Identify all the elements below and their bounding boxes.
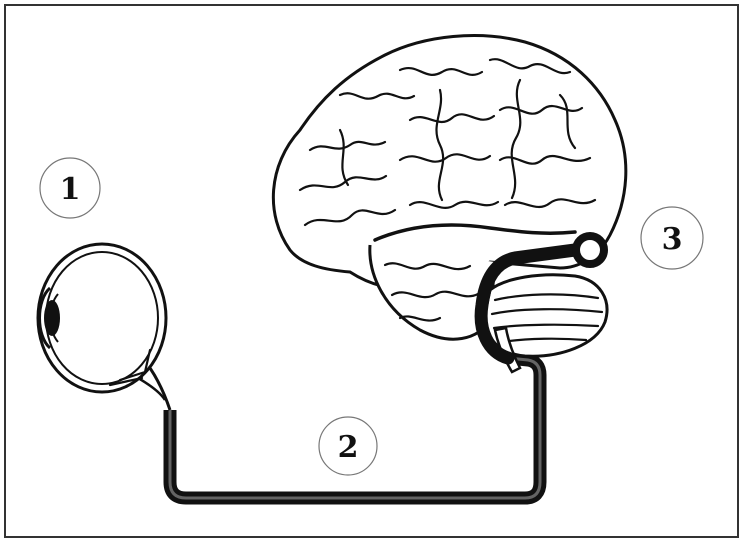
label-3-text: 3 <box>662 222 683 257</box>
visual-cortex-marker <box>576 236 604 264</box>
eyeball-illustration <box>38 244 170 410</box>
label-2: 2 <box>319 417 377 475</box>
label-2-text: 2 <box>338 430 359 465</box>
brain-illustration <box>273 36 625 372</box>
label-1: 1 <box>40 158 100 218</box>
label-3: 3 <box>641 207 703 269</box>
label-1-text: 1 <box>60 172 81 207</box>
